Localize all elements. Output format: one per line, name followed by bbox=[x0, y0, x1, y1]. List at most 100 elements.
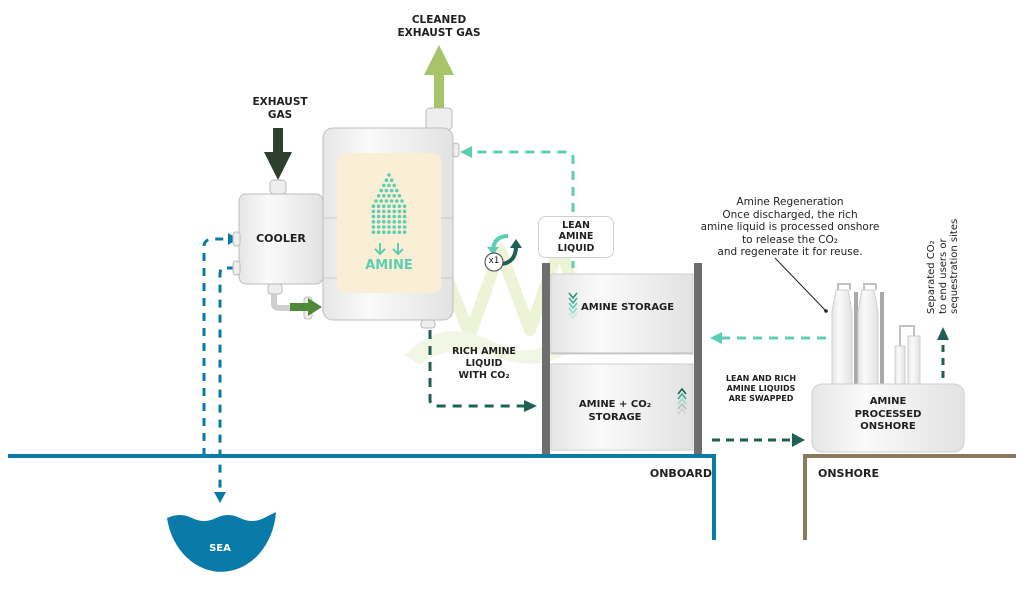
amine-droplet bbox=[402, 230, 407, 234]
rich-amine-liquid-label: RICH AMINE LIQUID WITH CO₂ bbox=[440, 346, 528, 382]
cooled-gas-arrow-icon bbox=[290, 298, 322, 316]
amine-droplet bbox=[397, 220, 402, 224]
amine-droplet bbox=[392, 230, 397, 234]
amine-droplet bbox=[397, 214, 402, 219]
regeneration-note: Amine Regeneration Once discharged, the … bbox=[690, 196, 890, 259]
note-line: to end users or bbox=[937, 238, 949, 314]
label-line: CLEANED bbox=[411, 14, 467, 26]
amine-droplet bbox=[387, 214, 391, 219]
amine-droplet bbox=[371, 220, 376, 224]
label-line: ARE SWAPPED bbox=[728, 394, 794, 403]
cooler-label: COOLER bbox=[256, 232, 306, 245]
regeneration-note-line: amine liquid is processed onshore bbox=[700, 221, 880, 234]
note-line: Separated CO₂ bbox=[926, 240, 937, 314]
lean-amine-liquid-label: LEAN AMINE LIQUID bbox=[538, 216, 614, 259]
amine-droplet bbox=[371, 209, 376, 214]
seawater-out-line bbox=[218, 266, 235, 492]
amine-label: AMINE bbox=[365, 258, 413, 273]
amine-droplet bbox=[379, 188, 384, 193]
rich-amine-line bbox=[428, 330, 525, 408]
amine-droplet bbox=[402, 220, 407, 224]
amine-processed-onshore-label: AMINE PROCESSED ONSHORE bbox=[812, 396, 964, 434]
amine-droplet bbox=[371, 214, 376, 219]
amine-droplet bbox=[379, 199, 384, 203]
amine-droplet bbox=[389, 188, 394, 193]
swap-note-label: LEAN AND RICH AMINE LIQUIDS ARE SWAPPED bbox=[716, 374, 806, 404]
cycle-badge bbox=[484, 252, 504, 272]
amine-droplet bbox=[397, 194, 402, 198]
onshore-ground-line bbox=[803, 454, 1016, 540]
amine-droplet bbox=[389, 199, 394, 203]
amine-droplet bbox=[402, 225, 407, 229]
amine-droplet bbox=[371, 225, 376, 229]
amine-droplet bbox=[402, 214, 407, 219]
amine-droplet bbox=[392, 214, 397, 219]
seawater-out-arrow-icon bbox=[214, 492, 226, 503]
amine-droplet bbox=[395, 199, 399, 203]
cooler-unit bbox=[232, 179, 324, 320]
onshore-label: ONSHORE bbox=[818, 467, 880, 480]
amine-droplet bbox=[384, 199, 389, 203]
amine-droplet bbox=[400, 199, 404, 203]
lean-amine-return-arrow-icon bbox=[460, 146, 472, 158]
amine-droplet bbox=[392, 204, 397, 208]
label-line: GAS bbox=[267, 109, 293, 122]
amine-droplet bbox=[397, 230, 402, 234]
amine-droplet bbox=[382, 209, 386, 214]
amine-droplet bbox=[402, 209, 407, 214]
onboard-deck-line bbox=[8, 454, 716, 540]
regeneration-pointer bbox=[774, 257, 827, 312]
regeneration-note-title: Amine Regeneration bbox=[736, 196, 844, 208]
amine-droplet bbox=[371, 204, 376, 208]
label-line: LEAN AMINE bbox=[558, 220, 594, 243]
down-chevrons-icon bbox=[568, 292, 578, 320]
label-line: WITH CO₂ bbox=[458, 369, 510, 381]
onboard-label: ONBOARD bbox=[649, 467, 712, 480]
amine-droplet bbox=[392, 183, 397, 188]
label-line: AMINE bbox=[869, 396, 907, 407]
amine-droplet bbox=[382, 204, 386, 208]
amine-droplet bbox=[376, 220, 381, 224]
label-line: LEAN AND RICH bbox=[725, 374, 797, 383]
amine-droplet bbox=[392, 220, 397, 224]
amine-down-arrows-icon bbox=[374, 243, 404, 256]
amine-droplet bbox=[397, 209, 402, 214]
label-line: PROCESSED bbox=[854, 408, 922, 420]
amine-droplet bbox=[397, 204, 402, 208]
amine-droplet bbox=[374, 199, 378, 203]
amine-droplet bbox=[397, 225, 402, 229]
amine-droplet bbox=[376, 204, 381, 208]
amine-droplet bbox=[376, 214, 381, 219]
amine-droplet bbox=[387, 183, 391, 188]
cycle-arrows-icon bbox=[484, 234, 522, 272]
amine-droplet bbox=[376, 209, 381, 214]
absorber-tower bbox=[322, 107, 460, 329]
amine-droplet bbox=[382, 230, 386, 234]
up-chevrons-icon bbox=[677, 387, 687, 415]
amine-droplet bbox=[371, 230, 376, 234]
seawater-in-line bbox=[202, 237, 230, 456]
label-line: EXHAUST GAS bbox=[397, 27, 481, 40]
note-line: sequestration sites bbox=[949, 218, 960, 314]
amine-droplet bbox=[389, 178, 394, 182]
separated-co2-arrow-icon bbox=[937, 327, 949, 340]
label-line: AMINE LIQUIDS bbox=[726, 384, 796, 393]
amine-droplet bbox=[387, 220, 391, 224]
amine-droplet bbox=[384, 178, 389, 182]
amine-droplet bbox=[392, 209, 397, 214]
label-line: RICH AMINE bbox=[452, 346, 516, 357]
swap-arrow-icon bbox=[792, 433, 805, 447]
amine-droplet bbox=[382, 183, 386, 188]
amine-droplet bbox=[387, 225, 391, 229]
exhaust-gas-arrow-icon bbox=[264, 128, 292, 180]
regeneration-note-line: Once discharged, the rich bbox=[722, 208, 858, 221]
amine-droplet bbox=[387, 230, 391, 234]
regeneration-note-line: to release the CO₂ bbox=[742, 233, 838, 246]
regeneration-note-line: and regenerate it for reuse. bbox=[717, 246, 863, 259]
lean-amine-return-line bbox=[470, 150, 575, 228]
amine-droplet bbox=[387, 209, 391, 214]
amine-droplet bbox=[402, 204, 407, 208]
sea-body bbox=[167, 512, 276, 572]
amine-droplet bbox=[382, 225, 386, 229]
